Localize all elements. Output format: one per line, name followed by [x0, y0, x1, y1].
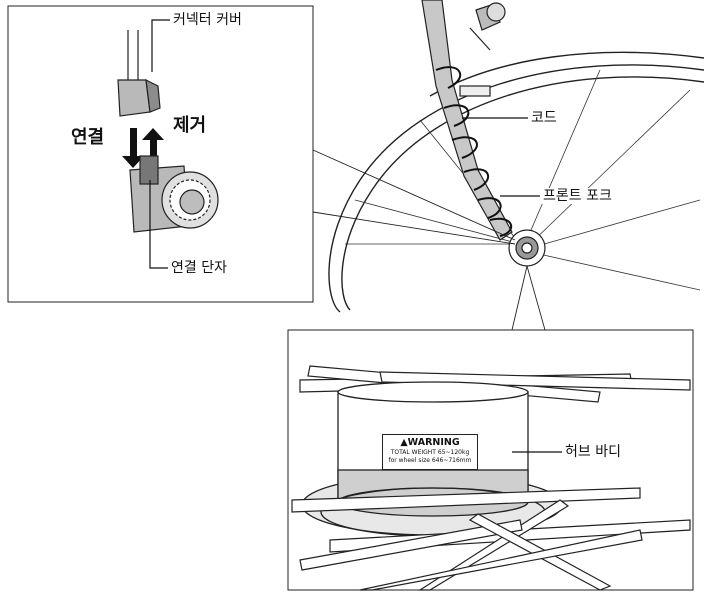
- connector-cover-drawing: [117, 30, 161, 117]
- warning-size-text: for wheel size 646~716mm: [388, 457, 472, 464]
- connect-label: 연결: [70, 127, 106, 148]
- front-fork-label: 프론트 포크: [542, 188, 613, 204]
- cord-label: 코드: [530, 110, 558, 126]
- hub-spokes-front: [291, 487, 691, 591]
- right-leaders: [462, 117, 562, 453]
- warning-sticker: ▲WARNING TOTAL WEIGHT 65~120kg for wheel…: [382, 434, 478, 470]
- warning-title: ▲WARNING: [400, 437, 460, 448]
- connection-terminal-label: 연결 단자: [170, 260, 228, 276]
- front-fork: [421, 0, 513, 241]
- connector-cover-label: 커넥터 커버: [172, 12, 243, 28]
- inset-connector-box: [7, 5, 314, 303]
- hub-body-label: 허브 바디: [564, 444, 622, 460]
- wheel-rim: [328, 51, 704, 313]
- hub-small: [508, 229, 546, 267]
- remove-label: 제거: [172, 115, 208, 136]
- inset-leaders: [149, 19, 170, 269]
- connection-terminal-drawing: [129, 155, 219, 233]
- headlight: [459, 2, 506, 97]
- zoom-lines-bottom: [511, 265, 546, 331]
- connect-remove-arrows: [122, 128, 164, 168]
- zoom-lines-top: [312, 149, 516, 245]
- warning-weight-text: TOTAL WEIGHT 65~120kg: [390, 449, 470, 456]
